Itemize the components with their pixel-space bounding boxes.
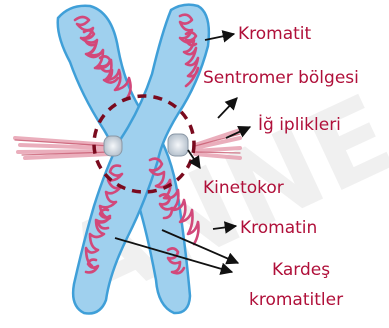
label-kromatin: Kromatin: [240, 218, 317, 238]
label-ig-iplikleri: İğ iplikleri: [258, 115, 341, 135]
label-sentromer-bolgesi: Sentromer bölgesi: [203, 68, 359, 88]
label-kinetokor: Kinetokor: [203, 178, 284, 198]
label-kromatitler: kromatitler: [249, 290, 343, 310]
label-kardes: Kardeş: [272, 260, 330, 280]
label-kromatit: Kromatit: [238, 24, 311, 44]
